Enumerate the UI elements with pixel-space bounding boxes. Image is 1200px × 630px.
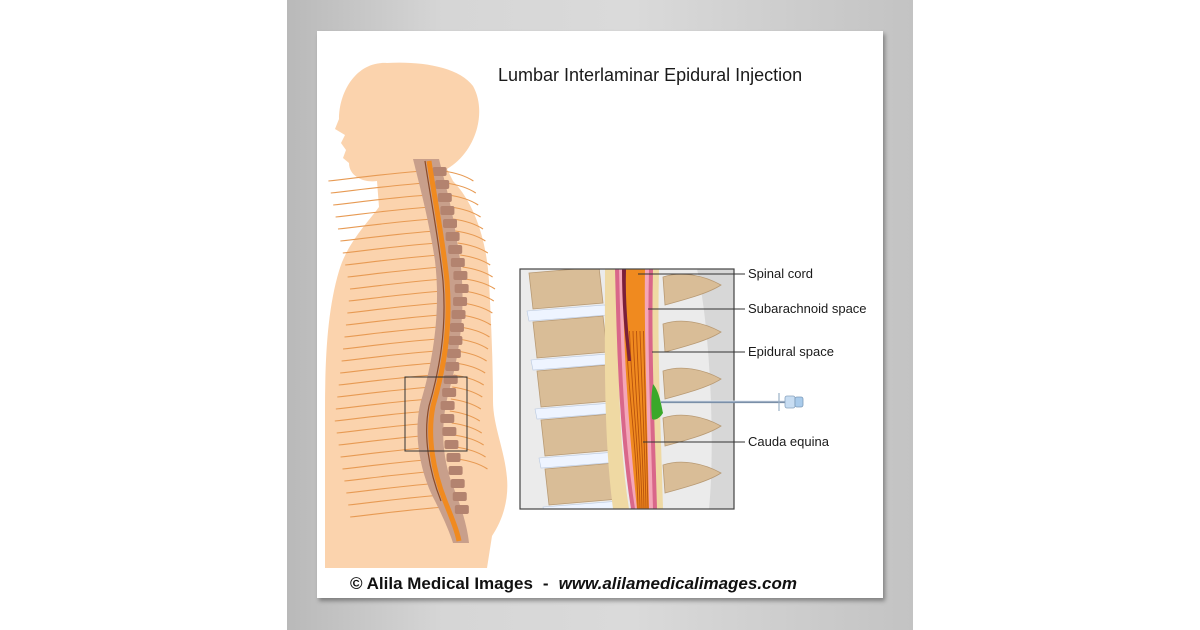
inset-illustration [520,269,734,509]
anatomy-illustration [325,62,804,569]
copyright-text: © Alila Medical Images [350,574,533,593]
injection-needle-icon [661,393,804,411]
label-spinal-cord: Spinal cord [748,266,814,281]
overview-spinal-cord [426,160,462,542]
vertebral-bodies [526,269,623,509]
spinous-processes [662,273,722,494]
poster: Lumbar Interlaminar Epidural Injection S… [317,31,883,598]
leader-lines [638,273,745,443]
label-cauda-equina: Cauda equina [748,434,829,449]
footer-separator: - [542,574,549,593]
poster-title: Lumbar Interlaminar Epidural Injection [498,65,803,85]
inset-frame [519,268,735,510]
website-link[interactable]: www.alilamedicalimages.com [558,574,798,593]
label-subarachnoid-space: Subarachnoid space [748,301,867,316]
footer-credit: © Alila Medical Images-www.alilamedicali… [350,574,797,594]
label-epidural-space: Epidural space [748,344,834,359]
vertebrae [432,167,469,514]
zoom-box-icon [404,376,468,452]
injectate [651,384,663,420]
